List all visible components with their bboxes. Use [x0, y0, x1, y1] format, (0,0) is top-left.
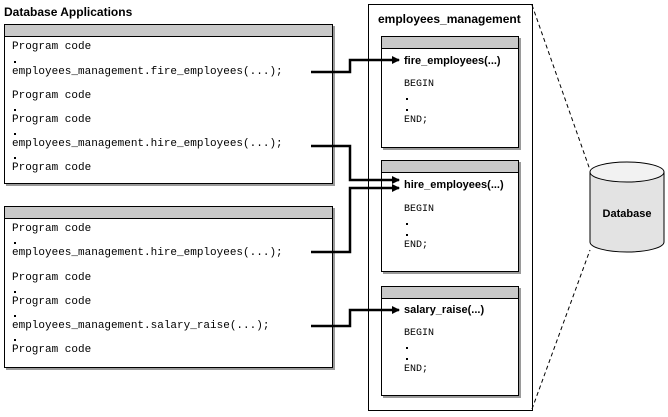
- database-label: Database: [602, 208, 652, 220]
- procedure-begin: BEGIN: [404, 204, 435, 215]
- procedure-titlebar: [382, 287, 518, 299]
- arrow-hire-employees-app2: [311, 184, 400, 254]
- procedure-salary-raise-box: salary_raise(...) BEGIN END;: [381, 286, 519, 396]
- procedure-name: fire_employees(...): [404, 55, 501, 67]
- dot: [406, 223, 408, 225]
- procedure-end: END;: [404, 115, 429, 126]
- dot: [14, 133, 16, 135]
- procedure-hire-employees-box: hire_employees(...) BEGIN END;: [381, 160, 519, 272]
- call-hire-employees: employees_management.hire_employees(...)…: [12, 138, 283, 150]
- application-2-titlebar: [5, 207, 332, 219]
- arrow-salary-raise: [311, 306, 400, 328]
- code-line: Program code: [12, 344, 92, 356]
- code-line: Program code: [12, 90, 92, 102]
- call-hire-employees: employees_management.hire_employees(...)…: [12, 247, 283, 259]
- code-line: Program code: [12, 114, 92, 126]
- call-fire-employees: employees_management.fire_employees(...)…: [12, 66, 283, 78]
- dot: [406, 358, 408, 360]
- dot: [406, 347, 408, 349]
- procedure-titlebar: [382, 37, 518, 49]
- arrow-hire-employees-app1: [311, 144, 400, 184]
- dot: [14, 61, 16, 63]
- procedure-begin: BEGIN: [404, 328, 435, 339]
- procedure-end: END;: [404, 240, 429, 251]
- code-line: Program code: [12, 272, 92, 284]
- code-line: Program code: [12, 296, 92, 308]
- application-1-titlebar: [5, 25, 332, 37]
- code-line: Program code: [12, 162, 92, 174]
- code-line: Program code: [12, 41, 92, 53]
- call-salary-raise: employees_management.salary_raise(...);: [12, 320, 270, 332]
- code-line: Program code: [12, 223, 92, 235]
- dot: [14, 339, 16, 341]
- procedure-titlebar: [382, 161, 518, 173]
- dot: [14, 157, 16, 159]
- package-title: employees_management: [378, 12, 521, 26]
- application-2-box: Program code employees_management.hire_e…: [4, 206, 333, 368]
- dot: [406, 234, 408, 236]
- procedure-fire-employees-box: fire_employees(...) BEGIN END;: [381, 36, 519, 148]
- database-cylinder: [589, 161, 665, 253]
- procedure-begin: BEGIN: [404, 79, 435, 90]
- dot: [14, 315, 16, 317]
- dot: [14, 242, 16, 244]
- procedure-end: END;: [404, 364, 429, 375]
- dot: [14, 291, 16, 293]
- diagram-title: Database Applications: [4, 5, 133, 19]
- dot: [14, 109, 16, 111]
- dot: [406, 109, 408, 111]
- dashed-line-top: [531, 4, 591, 171]
- application-1-box: Program code employees_management.fire_e…: [4, 24, 333, 184]
- dot: [406, 98, 408, 100]
- dashed-line-bottom: [531, 249, 591, 410]
- procedure-name: salary_raise(...): [404, 304, 485, 316]
- arrow-fire-employees: [311, 56, 400, 74]
- procedure-name: hire_employees(...): [404, 179, 504, 191]
